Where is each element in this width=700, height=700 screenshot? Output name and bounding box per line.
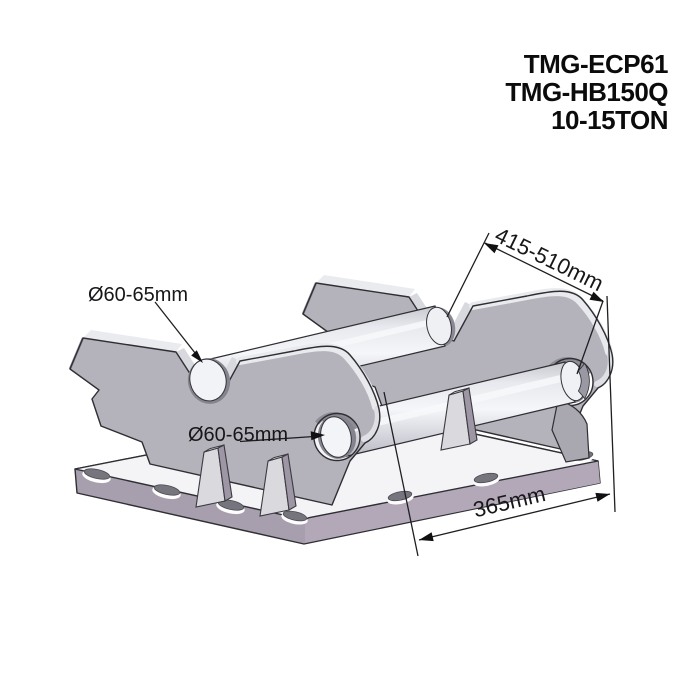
model-code-2: TMG-HB150Q (505, 77, 668, 107)
dimension-top-pin-diameter: Ø60-65mm (88, 284, 203, 363)
bottom-pin-front-end (317, 415, 357, 459)
model-code-1: TMG-ECP61 (524, 49, 668, 79)
top-pin-diameter-label: Ø60-65mm (88, 284, 188, 306)
top-pin-front-end (187, 358, 231, 404)
pin-distance-label: 415-510mm (491, 222, 607, 296)
bolt-holes-left (82, 468, 308, 525)
rear-hook-overlap (577, 362, 590, 400)
bottom-pin-diameter-label: Ø60-65mm (188, 424, 288, 446)
capacity-rating: 10-15TON (551, 105, 668, 135)
title-block: TMG-ECP61 TMG-HB150Q 10-15TON (505, 49, 668, 135)
dimension-bottom-pin-diameter: Ø60-65mm (188, 424, 325, 446)
